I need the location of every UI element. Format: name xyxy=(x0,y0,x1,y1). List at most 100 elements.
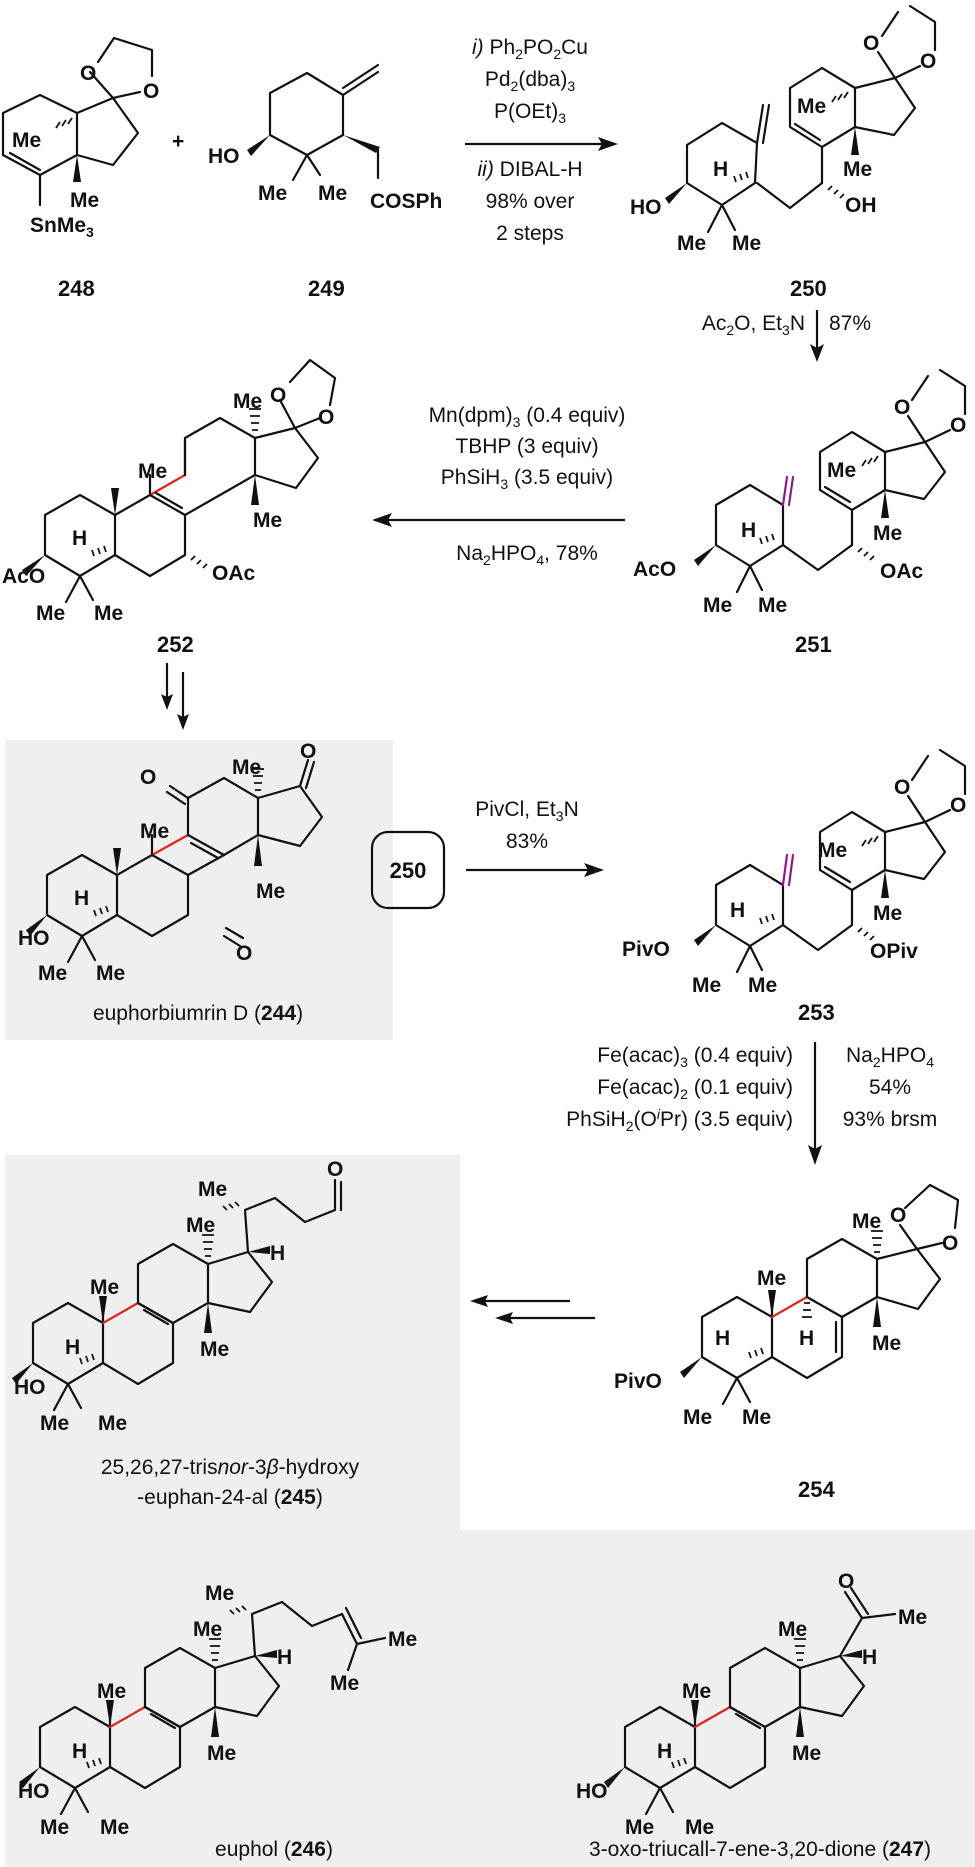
atom-O: O xyxy=(80,62,96,85)
compound-name-247: 3-oxo-triucall-7-ene-3,20-dione (247) xyxy=(589,1838,931,1861)
compound-248: O O Me Me SnMe3 248 xyxy=(1,36,159,301)
condition-line: Pd2(dba)3 xyxy=(485,68,576,94)
atom-Me: Me xyxy=(258,182,287,205)
compound-251: O O Me Me AcO H Me Me OAc 251 xyxy=(633,368,966,657)
atom-Me: Me xyxy=(625,1816,654,1839)
atom-Me: Me xyxy=(748,974,777,997)
atom-Me: Me xyxy=(388,1628,417,1651)
atom-Me: Me xyxy=(205,1582,234,1605)
atom-H: H xyxy=(65,1336,80,1359)
condition-line: Na2HPO4, 78% xyxy=(456,542,598,568)
condition-line: PhSiH3 (3.5 equiv) xyxy=(441,466,613,492)
condition-line: TBHP (3 equiv) xyxy=(455,435,598,458)
atom-Me: Me xyxy=(232,756,261,779)
reaction-step-1: i) Ph2PO2Cu Pd2(dba)3 P(OEt)3 ii) DIBAL-… xyxy=(465,36,618,245)
atom-Me: Me xyxy=(778,1618,807,1641)
atom-Me: Me xyxy=(70,189,99,212)
atom-Me: Me xyxy=(198,1178,227,1201)
compound-245: O Me H Me Me Me HO H Me Me 25,26,27-tris… xyxy=(12,1158,360,1509)
compound-name-244: euphorbiumrin D (244) xyxy=(93,1002,303,1025)
compound-252: O O Me Me Me AcO H Me Me OAc 252 xyxy=(2,358,337,657)
atom-Me: Me xyxy=(873,522,902,545)
condition-line: Fe(acac)3 (0.4 equiv) xyxy=(597,1044,793,1070)
atom-Me: Me xyxy=(140,820,169,843)
atom-Me: Me xyxy=(873,902,902,925)
atom-Me: Me xyxy=(843,158,872,181)
atom-HO: HO xyxy=(18,1780,50,1803)
compound-label-252: 252 xyxy=(157,632,194,657)
compound-246: Me H Me Me Me Me Me HO H Me Me euphol (2… xyxy=(18,1582,417,1861)
reaction-step-3: Mn(dpm)3 (0.4 equiv) TBHP (3 equiv) PhSi… xyxy=(372,404,625,568)
compound-250: O O Me Me HO H Me Me OH 250 xyxy=(630,4,936,301)
atom-HO: HO xyxy=(18,927,50,950)
atom-Me: Me xyxy=(186,1214,215,1237)
atom-Me: Me xyxy=(818,839,847,862)
atom-Me: Me xyxy=(742,1406,771,1429)
condition-line: Na2HPO4 xyxy=(846,1044,934,1070)
compound-label-254: 254 xyxy=(798,1477,835,1502)
atom-OH: OH xyxy=(845,194,877,217)
atom-Me: Me xyxy=(98,1412,127,1435)
reagent-text: Ac2O, Et3N xyxy=(702,312,805,338)
compound-name-246: euphol (246) xyxy=(215,1838,333,1861)
atom-Me: Me xyxy=(40,1816,69,1839)
condition-line: ii) DIBAL-H xyxy=(477,158,582,181)
compound-label-251: 251 xyxy=(795,632,832,657)
compound-name-245-line1: 25,26,27-trisnor-3β-hydroxy xyxy=(101,1456,360,1479)
condition-line: 2 steps xyxy=(496,222,564,245)
atom-H: H xyxy=(657,1740,672,1763)
atom-H: H xyxy=(72,1740,87,1763)
compound-244: O O O Me Me Me HO H Me Me euphorbiumrin … xyxy=(18,740,324,1025)
multistep-arrow-254-to-245 xyxy=(470,1295,595,1324)
atom-O: O xyxy=(236,942,252,965)
yield-text: 83% xyxy=(506,830,548,853)
atom-O: O xyxy=(270,384,286,407)
atom-AcO: AcO xyxy=(633,558,676,581)
atom-O: O xyxy=(894,396,910,419)
yield-text: 93% brsm xyxy=(843,1108,938,1131)
atom-Me: Me xyxy=(36,602,65,625)
atom-HO: HO xyxy=(208,145,240,168)
atom-H: H xyxy=(715,1327,730,1350)
atom-H: H xyxy=(799,1327,814,1350)
atom-O: O xyxy=(894,776,910,799)
yield-text: 98% over xyxy=(486,190,575,213)
atom-Me: Me xyxy=(797,95,826,118)
atom-Me: Me xyxy=(253,509,282,532)
condition-line: PhSiH2(OiPr) (3.5 equiv) xyxy=(566,1106,793,1134)
compound-label-248: 248 xyxy=(58,276,95,301)
compound-253: O O Me Me PivO H Me Me OPiv 253 xyxy=(622,748,966,1025)
atom-Me: Me xyxy=(12,129,41,152)
atom-Me: Me xyxy=(138,460,167,483)
atom-Me: Me xyxy=(757,1267,786,1290)
atom-H: H xyxy=(741,519,756,542)
atom-Me: Me xyxy=(97,1680,126,1703)
arrow-head xyxy=(598,137,618,151)
atom-HO: HO xyxy=(576,1780,608,1803)
atom-O: O xyxy=(863,32,879,55)
atom-O: O xyxy=(950,414,966,437)
atom-Me: Me xyxy=(90,1276,119,1299)
atom-Me: Me xyxy=(96,962,125,985)
atom-Me: Me xyxy=(193,1618,222,1641)
atom-Me: Me xyxy=(256,880,285,903)
compound-label-253: 253 xyxy=(798,1000,835,1025)
atom-Me: Me xyxy=(677,232,706,255)
reaction-step-6: Fe(acac)3 (0.4 equiv) Fe(acac)2 (0.1 equ… xyxy=(566,1042,937,1165)
atom-Me: Me xyxy=(233,390,262,413)
atom-H: H xyxy=(713,158,728,181)
plus-sign: + xyxy=(172,130,184,153)
reagent-text: PivCl, Et3N xyxy=(475,798,578,824)
atom-Me: Me xyxy=(318,182,347,205)
highlight-box-244 xyxy=(5,740,393,1040)
atom-H: H xyxy=(862,1646,877,1669)
compound-247: O Me H Me Me Me HO H Me Me 3-oxo-triucal… xyxy=(576,1570,931,1861)
atom-HO: HO xyxy=(630,196,662,219)
atom-O: O xyxy=(140,766,156,789)
atom-Me: Me xyxy=(683,1406,712,1429)
atom-O: O xyxy=(143,80,159,103)
condition-line: i) Ph2PO2Cu xyxy=(472,36,588,62)
atom-O: O xyxy=(890,1204,906,1227)
atom-SnMe3: SnMe3 xyxy=(30,214,94,240)
